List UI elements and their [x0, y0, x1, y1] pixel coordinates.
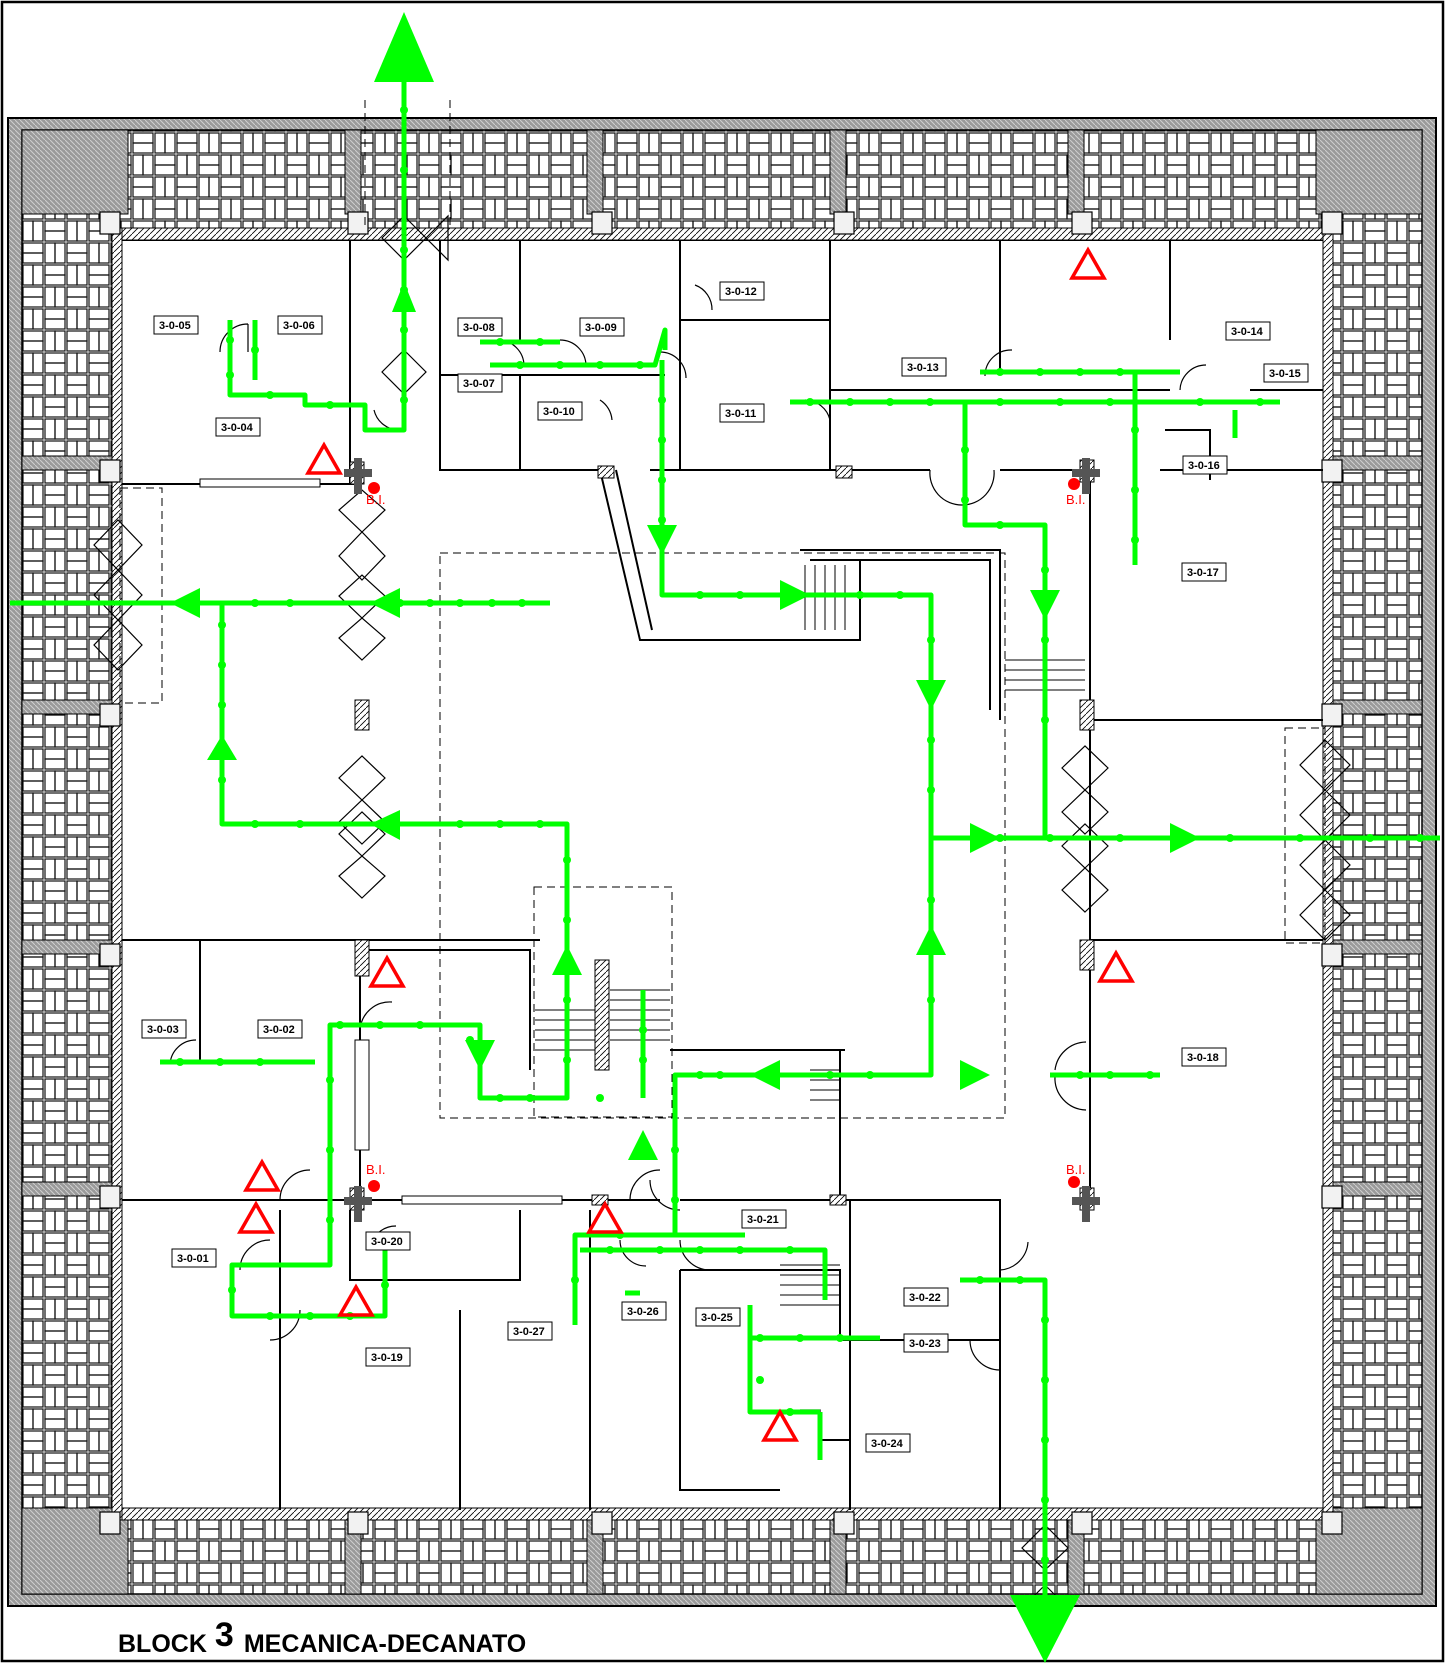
svg-text:3-0-27: 3-0-27 — [513, 1326, 545, 1338]
svg-text:3-0-15: 3-0-15 — [1269, 368, 1301, 380]
hydrant-dot-icon — [1068, 478, 1080, 490]
hazard-triangle-icon — [236, 1200, 276, 1234]
svg-text:3-0-04: 3-0-04 — [221, 422, 254, 434]
room-label-3-0-22: 3-0-22 — [903, 1287, 949, 1307]
room-label-3-0-10: 3-0-10 — [537, 401, 583, 421]
hydrant-label: B.I. — [366, 1162, 386, 1177]
exterior-walls — [111, 227, 1334, 1521]
svg-text:3-0-07: 3-0-07 — [463, 378, 495, 390]
svg-text:3-0-12: 3-0-12 — [725, 286, 757, 298]
hazard-triangle-icon — [304, 441, 344, 475]
room-label-3-0-15: 3-0-15 — [1263, 363, 1309, 383]
svg-text:3-0-09: 3-0-09 — [585, 322, 617, 334]
room-label-3-0-14: 3-0-14 — [1225, 321, 1271, 341]
room-label-3-0-23: 3-0-23 — [903, 1333, 949, 1353]
room-label-3-0-01: 3-0-01 — [171, 1248, 217, 1268]
svg-text:3-0-14: 3-0-14 — [1231, 326, 1264, 338]
window-strips — [199, 478, 563, 1205]
room-label-3-0-27: 3-0-27 — [507, 1321, 553, 1341]
hydrant-label: B.I. — [1066, 1162, 1086, 1177]
room-label-3-0-20: 3-0-20 — [365, 1231, 411, 1251]
hazard-triangle-icon — [242, 1158, 282, 1192]
hydrant-labels: B.I. B.I. B.I. B.I. — [366, 492, 1086, 1177]
hazard-triangle-icon — [336, 1283, 376, 1317]
room-label-3-0-09: 3-0-09 — [579, 317, 625, 337]
hazard-triangle-icon — [1068, 246, 1108, 280]
svg-text:3-0-25: 3-0-25 — [701, 1312, 733, 1324]
svg-text:3-0-06: 3-0-06 — [283, 320, 315, 332]
room-label-3-0-16: 3-0-16 — [1182, 455, 1228, 475]
hydrant-markers — [344, 458, 1100, 1222]
svg-text:3-0-05: 3-0-05 — [159, 320, 191, 332]
svg-text:3-0-10: 3-0-10 — [543, 406, 575, 418]
room-label-3-0-03: 3-0-03 — [141, 1019, 187, 1039]
block-word: BLOCK — [118, 1630, 207, 1658]
svg-text:3-0-01: 3-0-01 — [177, 1253, 209, 1265]
room-label-3-0-05: 3-0-05 — [153, 315, 199, 335]
room-label-3-0-02: 3-0-02 — [257, 1019, 303, 1039]
room-label-3-0-12: 3-0-12 — [719, 281, 765, 301]
interior-walls — [122, 240, 1323, 1510]
hazard-triangle-icon — [367, 954, 407, 988]
hydrant-dot-icon — [368, 482, 380, 494]
room-label-3-0-06: 3-0-06 — [277, 315, 323, 335]
room-label-3-0-21: 3-0-21 — [741, 1209, 787, 1229]
svg-text:3-0-03: 3-0-03 — [147, 1024, 179, 1036]
svg-text:3-0-19: 3-0-19 — [371, 1352, 403, 1364]
hydrant-dot-icon — [368, 1180, 380, 1192]
svg-text:3-0-11: 3-0-11 — [725, 408, 756, 420]
svg-text:3-0-02: 3-0-02 — [263, 1024, 295, 1036]
svg-text:3-0-08: 3-0-08 — [463, 322, 495, 334]
columns — [99, 211, 1343, 1535]
svg-text:3-0-22: 3-0-22 — [909, 1292, 941, 1304]
svg-text:3-0-20: 3-0-20 — [371, 1236, 403, 1248]
room-label-3-0-25: 3-0-25 — [695, 1307, 741, 1327]
room-label-3-0-11: 3-0-11 — [719, 403, 765, 423]
hazard-triangle-icon — [585, 1200, 625, 1234]
room-label-3-0-07: 3-0-07 — [457, 373, 503, 393]
svg-text:3-0-18: 3-0-18 — [1187, 1052, 1219, 1064]
hydrant-label: B.I. — [366, 492, 386, 507]
room-label-3-0-19: 3-0-19 — [365, 1347, 411, 1367]
room-label-3-0-26: 3-0-26 — [621, 1301, 667, 1321]
room-labels: 3-0-01 3-0-02 3-0-03 3-0-04 3-0-05 3-0-0… — [141, 281, 1309, 1453]
room-label-3-0-08: 3-0-08 — [457, 317, 503, 337]
room-label-3-0-24: 3-0-24 — [865, 1433, 911, 1453]
room-label-3-0-13: 3-0-13 — [901, 357, 947, 377]
hydrant-label: B.I. — [1066, 492, 1086, 507]
building-name: MECANICA-DECANATO — [243, 1630, 527, 1658]
room-label-3-0-17: 3-0-17 — [1181, 562, 1227, 582]
room-label-3-0-04: 3-0-04 — [215, 417, 261, 437]
route-nodes — [176, 56, 1424, 1564]
svg-text:3-0-17: 3-0-17 — [1187, 567, 1219, 579]
hydrant-dot-icon — [1068, 1176, 1080, 1188]
hazard-triangle-icon — [1096, 949, 1136, 983]
svg-text:3-0-21: 3-0-21 — [747, 1214, 779, 1226]
hazard-markers — [236, 246, 1136, 1442]
direction-arrows — [170, 12, 1200, 1663]
hazard-triangle-icon — [760, 1408, 800, 1442]
svg-text:3-0-23: 3-0-23 — [909, 1338, 941, 1350]
room-label-3-0-18: 3-0-18 — [1181, 1047, 1227, 1067]
svg-text:3-0-26: 3-0-26 — [627, 1306, 659, 1318]
svg-text:3-0-24: 3-0-24 — [871, 1438, 904, 1450]
svg-text:3-0-16: 3-0-16 — [1188, 460, 1220, 472]
svg-text:3-0-13: 3-0-13 — [907, 362, 939, 374]
block-number: 3 — [214, 1616, 234, 1654]
